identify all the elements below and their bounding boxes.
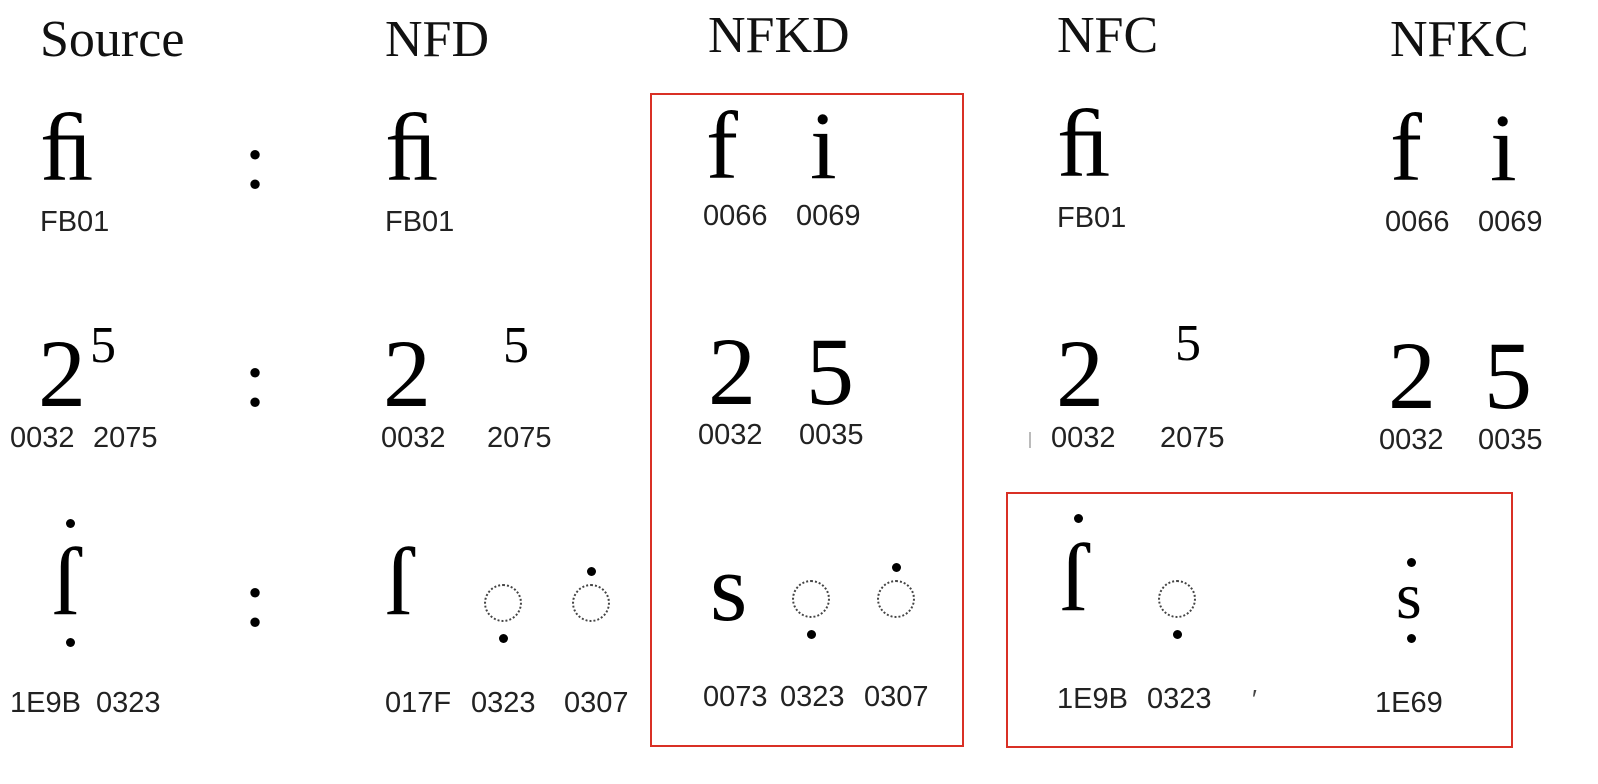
row3-nfd-dot-above [587,567,596,576]
header-nfkd: NFKD [708,7,850,64]
header-nfkc: NFKC [1390,11,1529,68]
header-nfc: NFC [1057,7,1159,64]
row3-nfkd-code-3: 0307 [864,681,929,713]
row3-nfkd-dot-above [892,563,901,572]
row3-nfd-code-3: 0307 [564,687,629,719]
row1-source-code: FB01 [40,206,110,238]
colon-row-3: : [244,556,267,644]
row3-nfkd-dot-below [807,630,816,639]
row3-source-code-2: 0323 [96,687,161,719]
colon-row-1: : [244,118,267,206]
row1-nfkd-code-2: 0069 [796,200,861,232]
nfkd-highlight-box [650,93,964,747]
row2-nfc-glyph-1: 2 [1056,320,1104,427]
row3-nfkc-glyph: s [1396,560,1422,633]
row2-nfkd-glyph-1: 2 [708,318,756,425]
header-nfd: NFD [385,11,490,68]
row3-nfkc-code: 1E69 [1375,687,1443,719]
row1-source-glyph: ﬁ [40,94,94,201]
row1-nfkc-code-1: 0066 [1385,206,1450,238]
row2-nfc-glyph-2: 5 [1175,315,1201,372]
row2-nfkc-glyph-2: 5 [1484,322,1532,429]
row1-nfd-code: FB01 [385,206,455,238]
row2-nfd-glyph-2: 5 [503,317,529,374]
row3-nfc-nfkc-highlight-box [1006,492,1513,748]
row2-nfkd-code-2: 0035 [799,419,864,451]
row1-nfkd-glyph-2: i [810,92,837,199]
row3-source-glyph: ſ [52,528,79,635]
row3-nfd-dot-below [499,634,508,643]
row3-nfkc-dot-above [1407,558,1416,567]
row2-nfd-glyph-1: 2 [383,320,431,427]
row3-nfc-dot-below [1173,630,1182,639]
row3-nfc-dotted-circle-below [1158,580,1196,618]
row2-nfkc-glyph-1: 2 [1388,322,1436,429]
row3-nfc-code-1: 1E9B [1057,683,1128,715]
row2-nfkd-code-1: 0032 [698,419,763,451]
row2-nfkc-code-1: 0032 [1379,424,1444,456]
row3-nfd-dotted-circle-above [572,584,610,622]
colon-row-2: : [244,336,267,424]
row2-source-code-2: 2075 [93,422,158,454]
row3-nfkd-dotted-circle-below [792,580,830,618]
row3-nfc-glyph-1: ſ [1060,524,1087,631]
row2-nfd-code-2: 2075 [487,422,552,454]
row3-nfkd-glyph-1: s [710,534,748,641]
row2-nfc-edge-mark [1029,432,1031,448]
row3-nfkd-code-2: 0323 [780,681,845,713]
row3-nfd-glyph-1: ſ [385,528,412,635]
header-source: Source [40,11,185,68]
row3-nfkc-dot-below [1407,634,1416,643]
row1-nfkd-glyph-1: f [706,92,738,199]
row3-nfc-stray-mark: ′ [1252,684,1257,714]
row2-nfc-code-1: 0032 [1051,422,1116,454]
row2-nfc-code-2: 2075 [1160,422,1225,454]
row3-nfd-code-1: 017F [385,687,452,719]
row1-nfkc-glyph-2: i [1490,94,1517,201]
row3-nfc-code-2: 0323 [1147,683,1212,715]
row2-source-glyph-1: 2 [38,320,86,427]
row1-nfc-code: FB01 [1057,202,1127,234]
row3-source-dot-below [66,638,75,647]
row1-nfd-glyph: ﬁ [385,94,439,201]
row1-nfkc-glyph-1: f [1390,94,1422,201]
row3-nfd-dotted-circle-below [484,584,522,622]
row2-source-glyph-2: 5 [90,317,116,374]
row1-nfkc-code-2: 0069 [1478,206,1543,238]
row2-nfd-code-1: 0032 [381,422,446,454]
row1-nfc-glyph: ﬁ [1057,90,1111,197]
row3-source-dot-above [66,519,75,528]
row1-nfkd-code-1: 0066 [703,200,768,232]
row3-nfc-dot-above [1074,514,1083,523]
row3-source-code-1: 1E9B [10,687,81,719]
row3-nfd-code-2: 0323 [471,687,536,719]
row2-nfkc-code-2: 0035 [1478,424,1543,456]
row2-nfkd-glyph-2: 5 [806,318,854,425]
row3-nfkd-dotted-circle-above [877,580,915,618]
row3-nfkd-code-1: 0073 [703,681,768,713]
row2-source-code-1: 0032 [10,422,75,454]
